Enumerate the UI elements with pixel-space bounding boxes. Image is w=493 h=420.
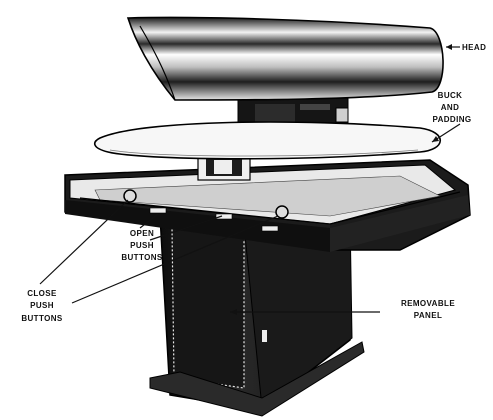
- close-leader-1: [39, 199, 129, 285]
- label-buck-2: AND: [441, 103, 460, 112]
- removable-panel: [171, 227, 245, 389]
- label-open-3: BUTTONS: [121, 253, 163, 262]
- close-leader-2: [71, 215, 279, 304]
- open-leader-1: [139, 213, 159, 229]
- label-close-1: CLOSE: [27, 289, 57, 298]
- label-panel-2: PANEL: [414, 311, 443, 320]
- label-open-2: PUSH: [130, 241, 154, 250]
- left-button-plate: [149, 207, 167, 214]
- label-panel-1: REMOVABLE: [401, 299, 455, 308]
- close-button-plate: [261, 225, 279, 232]
- open-push-buttons: [123, 189, 289, 232]
- right-open-button[interactable]: [275, 205, 289, 219]
- label-open-1: OPEN: [130, 229, 154, 238]
- label-close-2: PUSH: [30, 301, 54, 310]
- right-button-plate: [215, 213, 233, 220]
- pedestal: [149, 209, 365, 417]
- label-buck-3: PADDING: [432, 115, 471, 124]
- label-head: HEAD: [462, 43, 486, 52]
- press-head: [126, 16, 444, 101]
- label-close-3: BUTTONS: [21, 314, 63, 323]
- labels: HEAD BUCK AND PADDING OPEN PUSH BUTTONS …: [21, 43, 486, 323]
- buck-and-padding: [94, 121, 441, 160]
- left-open-button[interactable]: [123, 189, 137, 203]
- open-leader-2: [149, 215, 223, 241]
- panel-handle: [262, 330, 267, 342]
- leader-lines: [39, 44, 461, 315]
- label-buck-1: BUCK: [438, 91, 463, 100]
- table-surface: [64, 159, 471, 252]
